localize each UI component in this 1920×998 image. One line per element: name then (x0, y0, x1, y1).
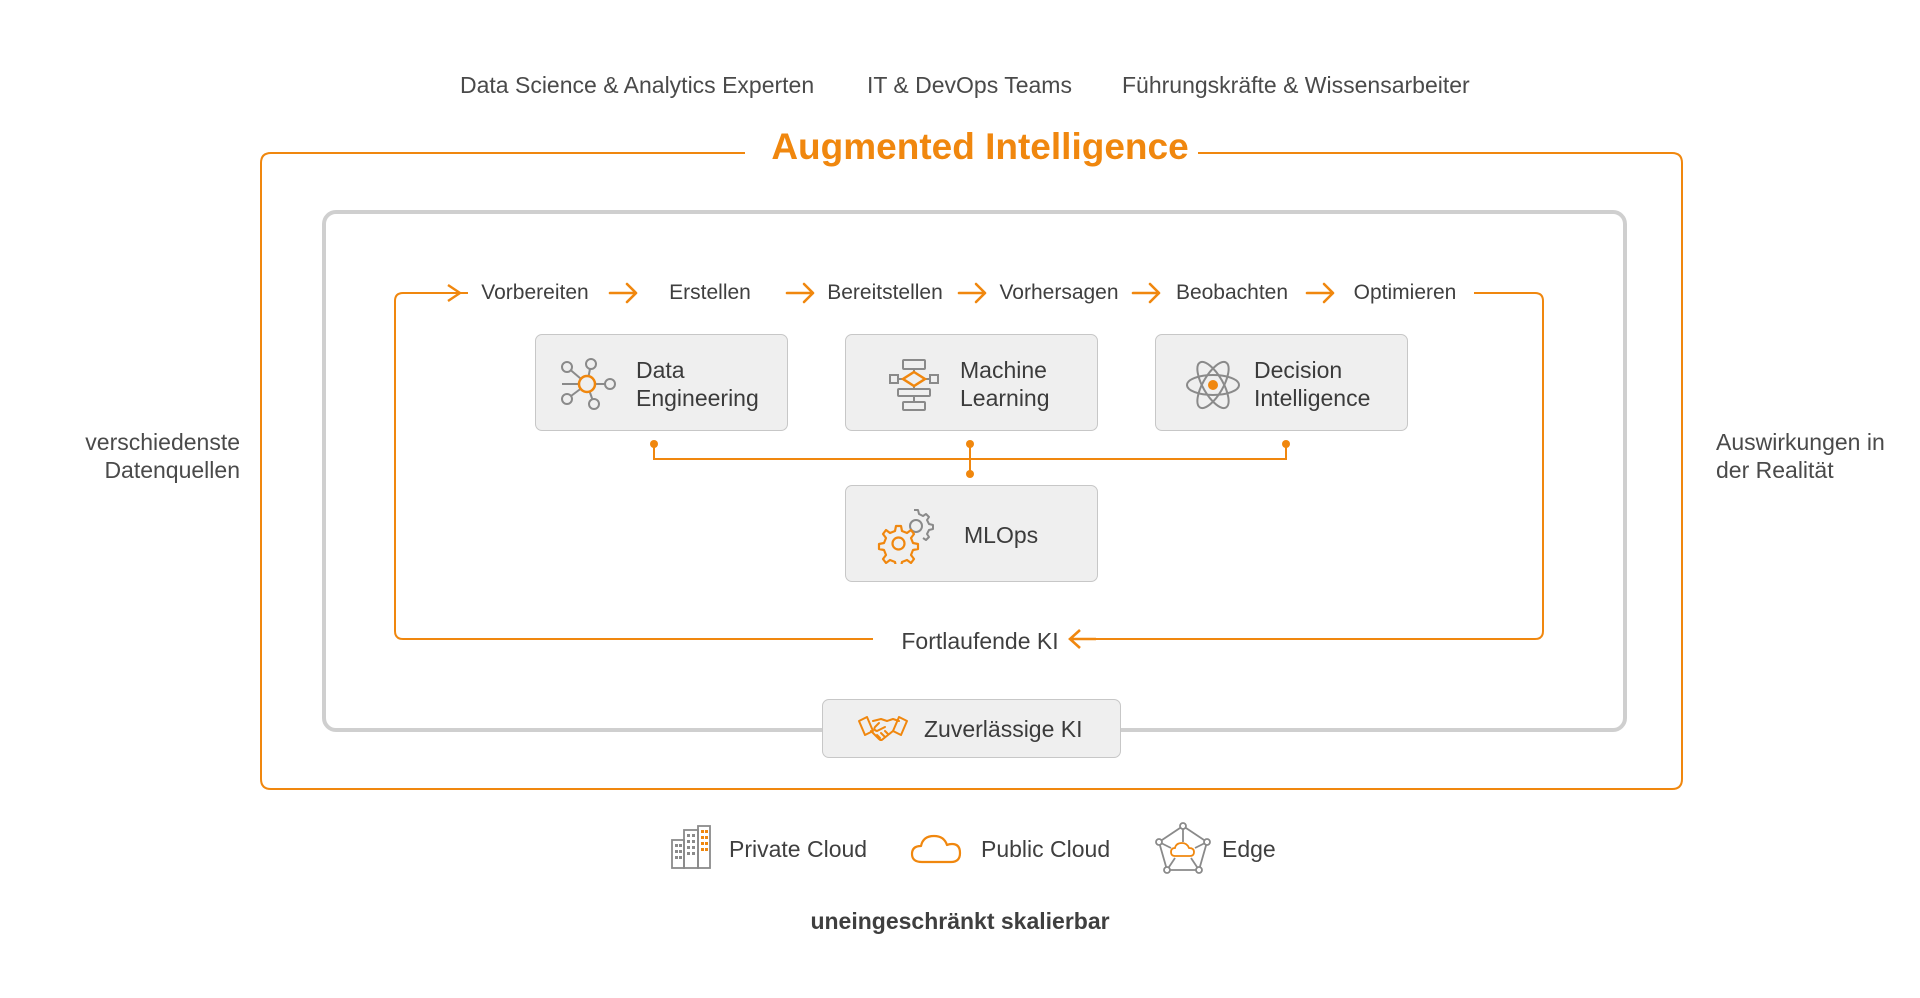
flowchart-icon (889, 359, 939, 411)
arrow-into-fortlaufende (1068, 629, 1096, 649)
arrow-into-vorbereiten (447, 284, 463, 302)
step-erstellen: Erstellen (669, 281, 751, 304)
infra-edge: Edge (1222, 836, 1276, 862)
handshake-icon (858, 716, 908, 741)
connector-dot-ml (966, 440, 974, 448)
edge-network-icon (1155, 822, 1211, 874)
step-arrow-4 (1131, 282, 1161, 304)
mlops-connector (653, 446, 1287, 474)
footer-scalable: uneingeschränkt skalierbar (810, 908, 1110, 934)
step-arrows (608, 282, 1335, 304)
infra-public-cloud: Public Cloud (981, 836, 1111, 862)
card-data-engineering: Data Engineering (535, 334, 788, 431)
audience-data-science: Data Science & Analytics Experten (460, 72, 815, 98)
left-label: verschiedenste Datenquellen (85, 429, 240, 483)
card-de-line1: Data (636, 357, 685, 383)
audience-it-devops: IT & DevOps Teams (867, 72, 1072, 98)
card-mlops: MLOps (845, 485, 1098, 582)
card-ml-line1: Machine (960, 357, 1047, 383)
outer-frame (260, 152, 1683, 790)
step-optimieren: Optimieren (1353, 281, 1457, 304)
loop-label: Fortlaufende KI (901, 628, 1059, 654)
right-label: Auswirkungen in der Realität (1716, 429, 1885, 483)
card-di-line1: Decision (1254, 357, 1343, 383)
step-beobachten: Beobachten (1175, 281, 1289, 304)
main-title: Augmented Intelligence (771, 126, 1189, 167)
buildings-icon (671, 825, 711, 869)
network-nodes-icon (561, 358, 616, 410)
card-de-line2: Engineering (636, 385, 759, 411)
step-bereitstellen: Bereitstellen (827, 281, 943, 304)
card-machine-learning: Machine Learning (845, 334, 1098, 431)
loop-line (394, 292, 873, 640)
step-arrow-1 (608, 282, 638, 304)
card-decision-intelligence: Decision Intelligence (1155, 334, 1408, 431)
card-mlops-label: MLOps (964, 522, 1039, 548)
connector-dot-de (650, 440, 658, 448)
loop-line-right (1076, 292, 1544, 640)
audience-executives: Führungskräfte & Wissensarbeiter (1122, 72, 1470, 98)
trusted-ai-badge: Zuverlässige KI (822, 699, 1121, 758)
step-arrow-3 (957, 282, 987, 304)
card-ml-line2: Learning (960, 385, 1050, 411)
step-arrow-2 (785, 282, 815, 304)
connector-dot-mlops (966, 470, 974, 478)
step-vorbereiten: Vorbereiten (481, 281, 589, 304)
connector-dot-di (1282, 440, 1290, 448)
gears-icon (877, 509, 934, 564)
step-vorhersagen: Vorhersagen (999, 281, 1119, 304)
step-arrow-5 (1305, 282, 1335, 304)
card-di-line2: Intelligence (1254, 385, 1371, 411)
trusted-ai-label: Zuverlässige KI (924, 716, 1083, 742)
cloud-icon (910, 834, 962, 864)
atom-icon (1186, 360, 1240, 410)
infra-private-cloud: Private Cloud (729, 836, 868, 862)
